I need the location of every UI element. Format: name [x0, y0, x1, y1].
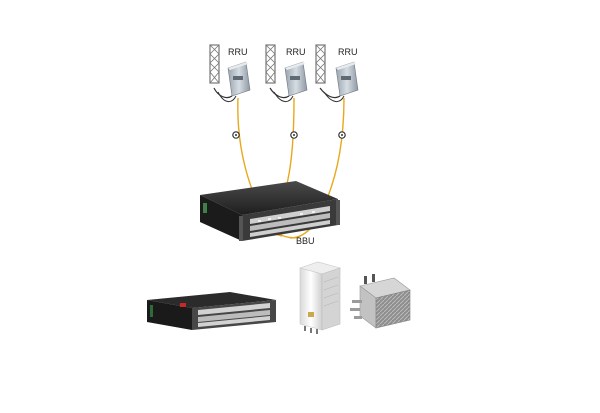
rru-unit-icon	[319, 61, 359, 102]
rru-site-1	[209, 44, 251, 102]
bbu-product-icon	[147, 292, 276, 330]
rru-unit-icon	[269, 61, 308, 102]
fiber-connector-icon	[338, 131, 346, 139]
rru-product-finned-icon	[350, 274, 411, 329]
antenna-mast-icon	[209, 44, 220, 84]
rru-unit-icon	[213, 61, 251, 102]
bbu-chassis-icon	[200, 181, 340, 241]
rru-site-3	[315, 44, 359, 102]
fiber-connector-icon	[232, 131, 240, 139]
rru-label-2: RRU	[286, 47, 306, 57]
rru-label-1: RRU	[228, 47, 248, 57]
bbu-label: BBU	[296, 236, 315, 246]
fiber-connector-icon	[290, 131, 298, 139]
antenna-mast-icon	[265, 44, 276, 84]
rru-site-2	[265, 44, 308, 102]
rru-label-3: RRU	[338, 47, 358, 57]
rru-product-white-icon	[298, 261, 342, 334]
antenna-mast-icon	[315, 44, 326, 84]
